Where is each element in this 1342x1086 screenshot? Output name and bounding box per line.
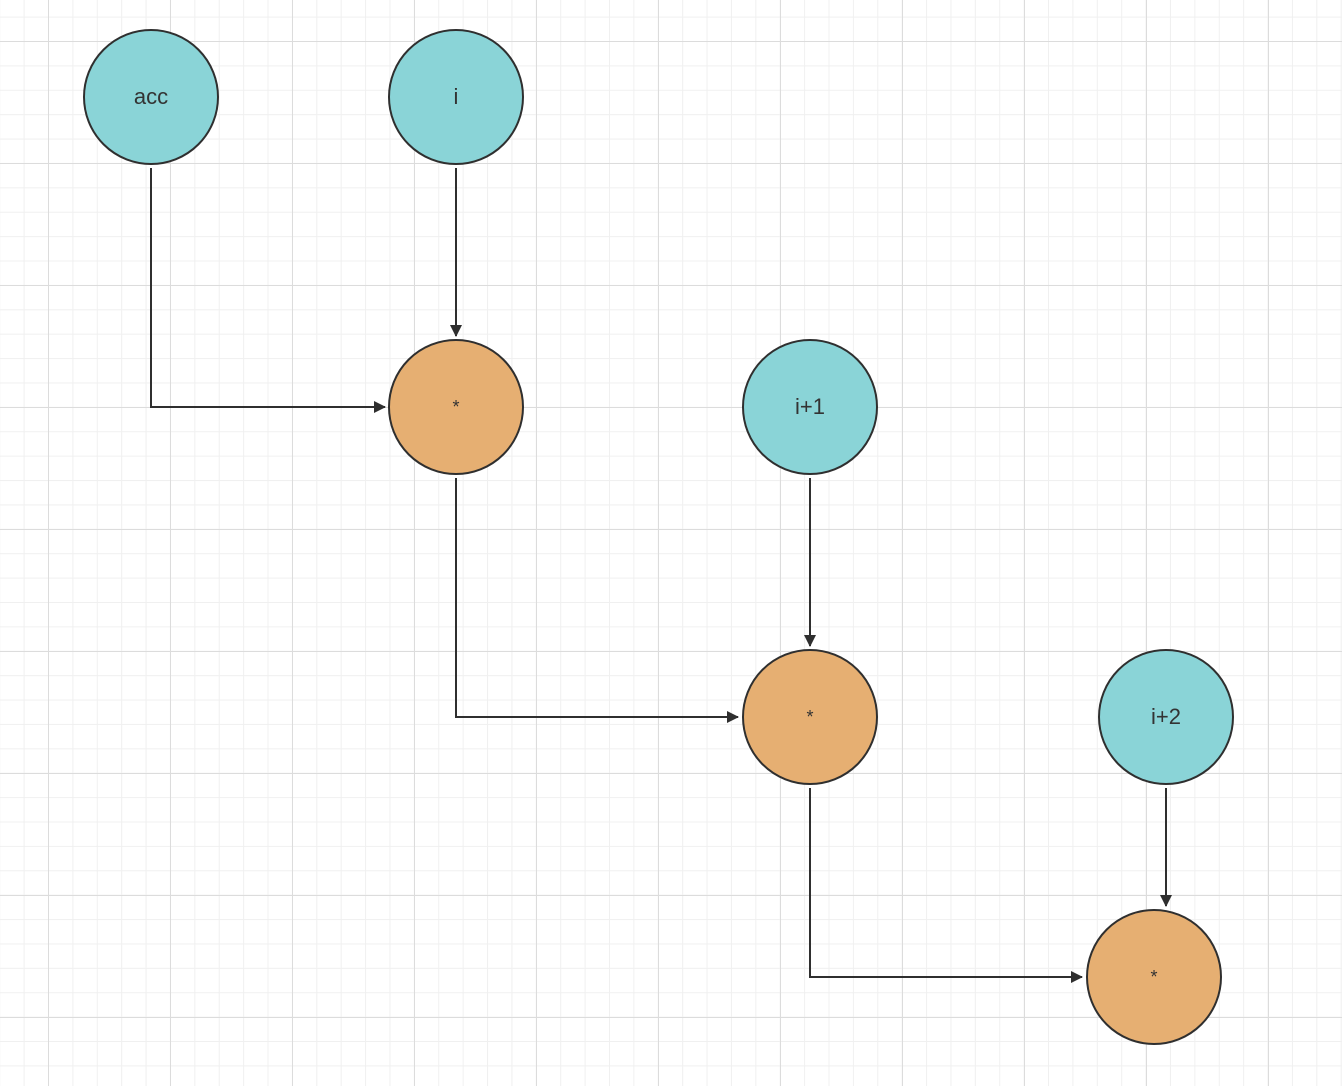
node-i-plus-2[interactable]: i+2 — [1098, 649, 1234, 785]
node-i[interactable]: i — [388, 29, 524, 165]
node-multiply-3[interactable]: * — [1086, 909, 1222, 1045]
node-multiply-2[interactable]: * — [742, 649, 878, 785]
edge-mul1-to-mul2 — [455, 478, 739, 723]
edge-acc-to-mul1 — [150, 168, 386, 413]
node-multiply-1[interactable]: * — [388, 339, 524, 475]
node-acc[interactable]: acc — [83, 29, 219, 165]
edge-mul2-to-mul3 — [809, 788, 1083, 983]
node-i-plus-1[interactable]: i+1 — [742, 339, 878, 475]
